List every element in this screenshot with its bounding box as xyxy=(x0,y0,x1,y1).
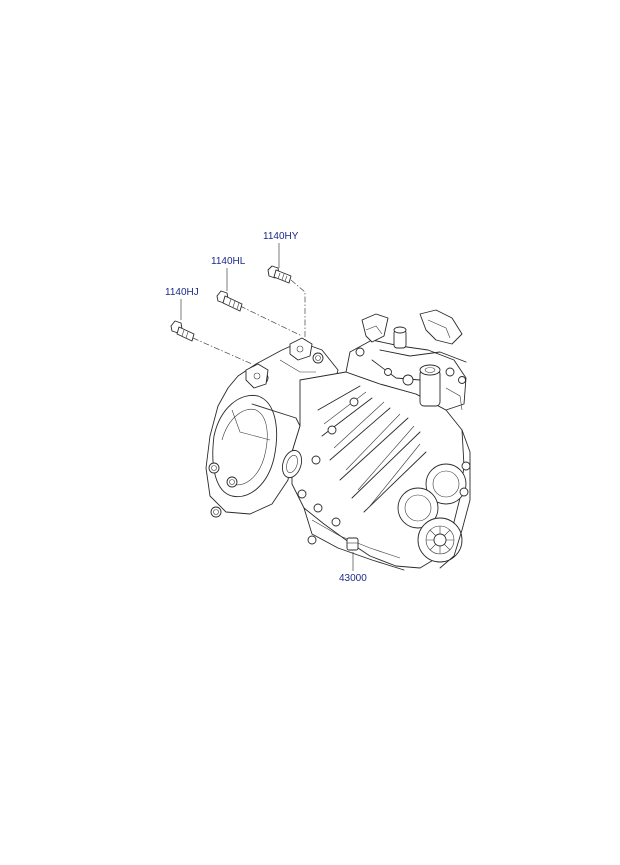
callout-label-1140hy[interactable]: 1140HY xyxy=(263,231,299,242)
leader-lines xyxy=(180,243,354,571)
bolt-1140hy[interactable] xyxy=(267,265,292,284)
assembly-lines xyxy=(192,279,306,365)
transaxle-43000[interactable] xyxy=(205,309,471,571)
callout-label-43000[interactable]: 43000 xyxy=(339,573,367,584)
bolt-1140hl[interactable] xyxy=(216,290,243,312)
callout-label-1140hl[interactable]: 1140HL xyxy=(211,256,246,267)
callout-label-1140hj[interactable]: 1140HJ xyxy=(165,287,199,298)
bolt-1140hj[interactable] xyxy=(170,320,195,342)
